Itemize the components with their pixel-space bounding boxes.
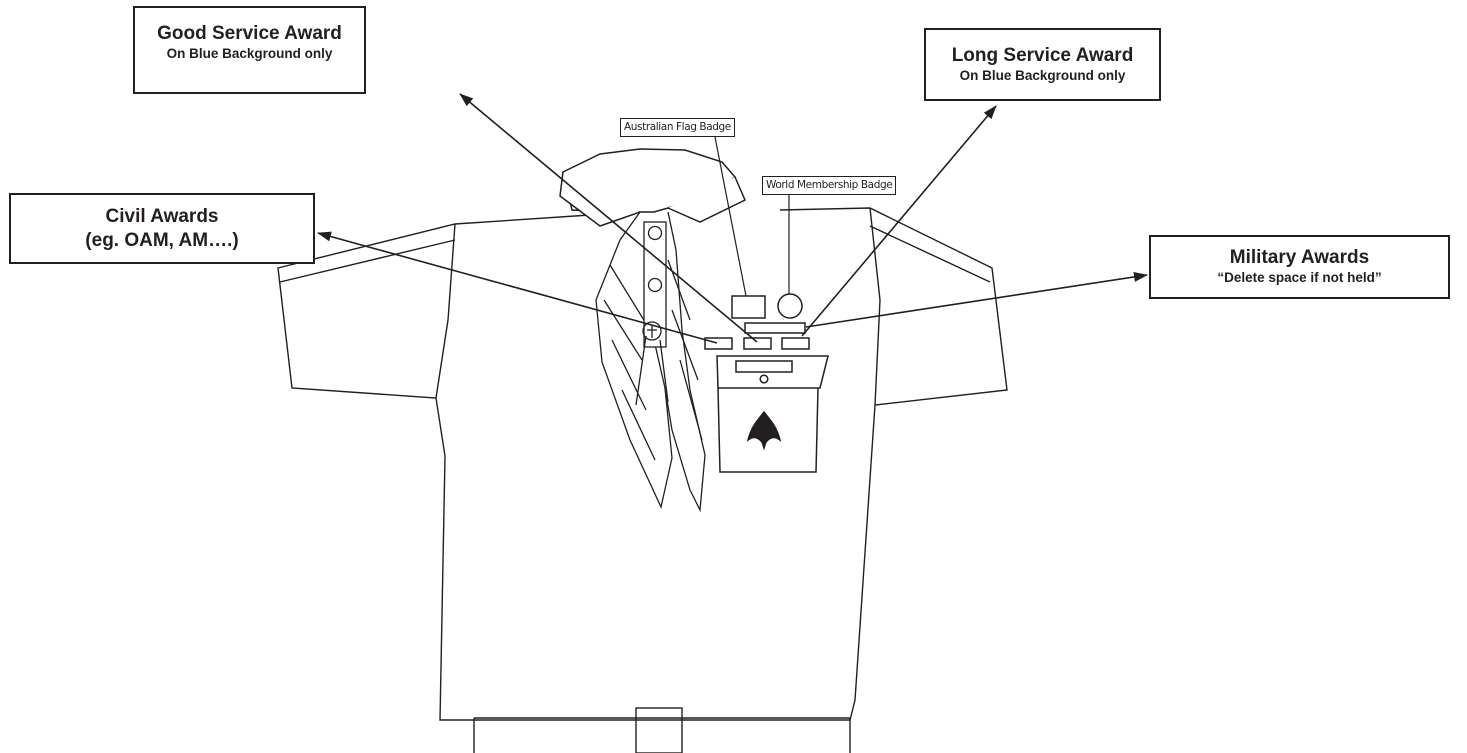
military-awards-subtitle: “Delete space if not held” xyxy=(1217,270,1382,285)
long-service-award-callout: Long Service Award On Blue Background on… xyxy=(924,28,1161,101)
long-service-award-title: Long Service Award xyxy=(951,44,1134,66)
good-service-award-callout: Good Service Award On Blue Background on… xyxy=(133,6,366,94)
badge-positions xyxy=(704,293,810,350)
australian-flag-badge-label: Australian Flag Badge xyxy=(620,118,735,137)
shirt-collar xyxy=(559,148,746,227)
world-membership-badge-label: World Membership Badge xyxy=(762,176,897,195)
civil-awards-callout: Civil Awards (eg. OAM, AM….) xyxy=(9,193,315,264)
civil-awards-examples: (eg. OAM, AM….) xyxy=(85,229,239,251)
long-service-award-subtitle: On Blue Background only xyxy=(959,67,1126,83)
good-service-award-title: Good Service Award xyxy=(157,23,342,44)
good-service-award-subtitle: On Blue Background only xyxy=(166,46,333,61)
military-awards-callout: Military Awards “Delete space if not hel… xyxy=(1149,235,1450,299)
civil-awards-title: Civil Awards xyxy=(105,205,219,227)
military-awards-title: Military Awards xyxy=(1229,247,1370,268)
leader-lines xyxy=(714,136,790,297)
shirt-outline xyxy=(277,207,1008,753)
arrows xyxy=(317,93,1148,344)
breast-pocket xyxy=(716,355,829,473)
scarf xyxy=(595,211,706,513)
